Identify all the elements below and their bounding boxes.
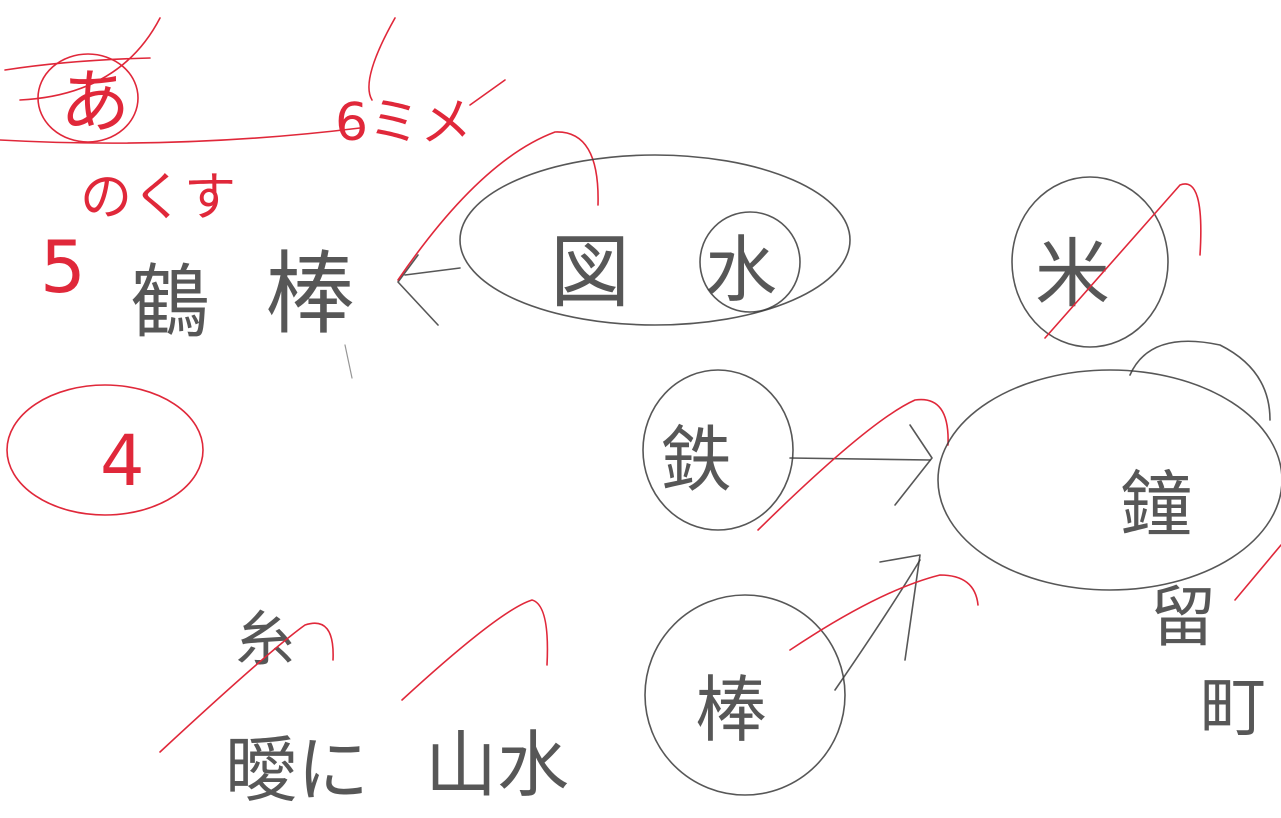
svg-text:図: 図 — [550, 226, 630, 319]
svg-text:棒: 棒 — [695, 668, 767, 752]
bottom-mid-group: 山水 — [401, 599, 569, 807]
circle-top-right: 米 — [1011, 176, 1202, 348]
circled-title-glyph: あ — [0, 17, 361, 144]
svg-text:町: 町 — [1200, 669, 1266, 746]
circle-bottom: 棒 — [644, 554, 979, 796]
svg-text:鶴: 鶴 — [130, 256, 210, 349]
svg-text:留: 留 — [1150, 579, 1216, 656]
circled-number: 4 — [6, 384, 204, 516]
left-word-group: 5 鶴 棒 — [40, 225, 355, 379]
svg-text:あ: あ — [60, 61, 130, 143]
circle-mid: 鉄 — [642, 369, 949, 531]
top-line-two: のくす — [80, 168, 236, 228]
svg-text:曖に: 曖に — [225, 728, 369, 812]
svg-text:水: 水 — [705, 228, 777, 312]
svg-text:山水: 山水 — [425, 723, 569, 807]
svg-text:米: 米 — [1035, 230, 1110, 318]
arrow-to-left-word — [397, 131, 599, 326]
top-line-one: 6ミメ — [335, 17, 506, 153]
svg-text:鐘: 鐘 — [1120, 463, 1192, 547]
svg-text:鉄: 鉄 — [660, 418, 732, 502]
svg-text:4: 4 — [100, 420, 145, 502]
svg-text:のくす: のくす — [80, 168, 236, 228]
oval-group-right: 鐘 留 町 — [937, 340, 1281, 746]
svg-text:6ミメ: 6ミメ — [335, 93, 472, 153]
oval-group-top: 図 水 — [459, 154, 851, 326]
bottom-left-group: 糸 曖に — [159, 605, 369, 812]
svg-text:棒: 棒 — [265, 242, 355, 347]
svg-text:5: 5 — [40, 225, 86, 309]
